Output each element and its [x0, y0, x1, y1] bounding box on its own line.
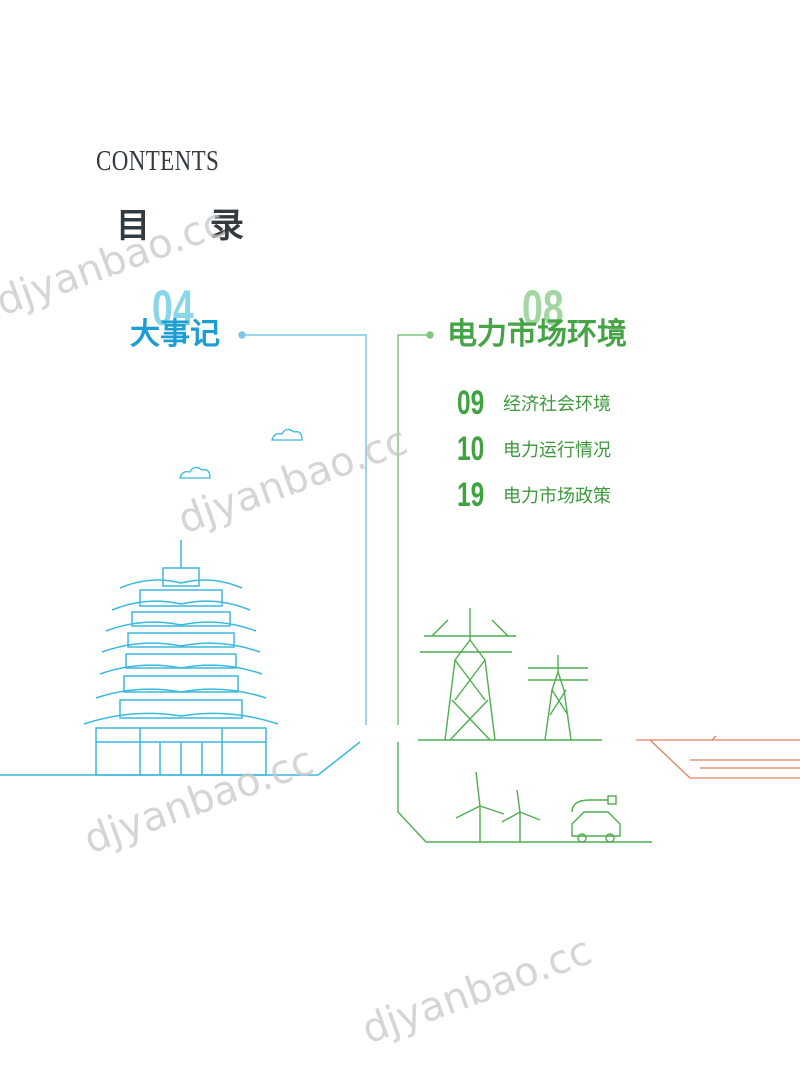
toc-item-label: 经济社会环境: [503, 394, 611, 415]
toc-heading: 目 录: [116, 206, 268, 246]
section-title-power-market-environment[interactable]: 电力市场环境: [447, 317, 627, 352]
green-connector-line: [397, 331, 434, 725]
section-number-04: 04: [152, 280, 194, 336]
electric-car-icon: [571, 795, 621, 843]
toc-item-number: 09: [457, 384, 485, 422]
section-number-08: 08: [522, 280, 564, 336]
toc-item-economy[interactable]: 09 经济社会环境: [457, 386, 611, 420]
section-title-major-events[interactable]: 大事记: [130, 317, 220, 352]
toc-item-number: 10: [457, 430, 485, 468]
ship-icon: [636, 735, 800, 779]
contents-heading: CONTENTS: [96, 146, 220, 177]
pagoda-icon: [0, 540, 361, 776]
toc-item-number: 19: [457, 476, 485, 514]
toc-item-label: 电力市场政策: [503, 486, 611, 507]
blue-connector-line: [238, 331, 367, 725]
toc-item-market-policy[interactable]: 19 电力市场政策: [457, 478, 611, 512]
wind-turbine-icon: [397, 742, 652, 843]
toc-item-power-operation[interactable]: 10 电力运行情况: [457, 432, 611, 466]
toc-item-label: 电力运行情况: [503, 440, 611, 461]
cloud-icon: [179, 428, 303, 479]
power-tower-icon: [418, 608, 602, 741]
